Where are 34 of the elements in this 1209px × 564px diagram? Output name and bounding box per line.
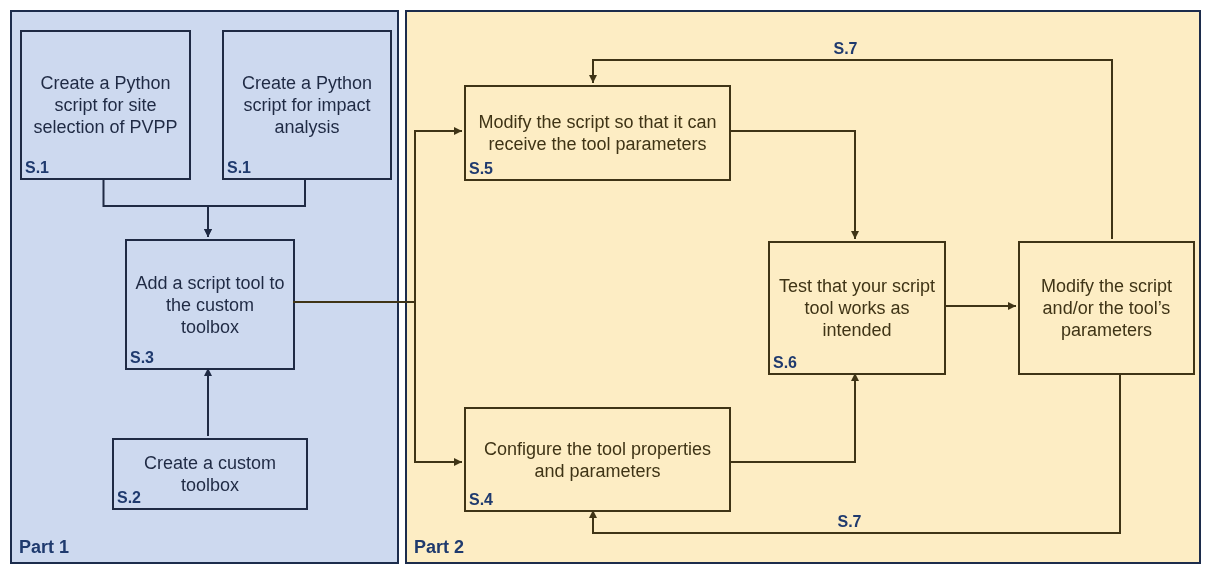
process-box	[768, 241, 946, 375]
process-box	[1018, 241, 1195, 375]
step-text: Create a Python script for site selection of PVPP	[32, 72, 179, 138]
step-text: Modify the script and/or the tool’s parameters	[1039, 275, 1173, 341]
panel-title: Part 1	[19, 535, 70, 558]
step-text: Create a custom toolbox	[142, 452, 278, 496]
step-number: S.3	[130, 348, 154, 368]
process-box	[125, 239, 295, 370]
step-text: Configure the tool properties and parameters	[482, 437, 713, 482]
group-panel	[10, 10, 399, 564]
arrow	[728, 372, 859, 463]
arrow	[589, 372, 1121, 534]
step-number: S.2	[117, 488, 141, 508]
step-number: S.1	[227, 158, 251, 178]
step-number: S.5	[469, 159, 493, 179]
arrow	[589, 59, 1113, 240]
step-text: Create a Python script for impact analysis	[240, 72, 374, 138]
process-box	[464, 85, 731, 181]
group-panel	[405, 10, 1201, 564]
arrow	[204, 367, 212, 437]
process-box	[222, 30, 392, 180]
step-number: S.4	[469, 490, 493, 510]
step-text: Modify the script so that it can receive the tool parameters	[477, 111, 718, 155]
process-box	[20, 30, 191, 180]
step-number: S.1	[25, 158, 49, 178]
arrow	[943, 302, 1017, 310]
arrow	[728, 130, 859, 240]
panel-title: Part 2	[414, 535, 465, 558]
step-text: Add a script tool to the custom toolbox	[134, 271, 286, 338]
step-number: S.6	[773, 353, 797, 373]
arrow	[204, 177, 306, 238]
step-text: Test that your script tool works as intended	[777, 275, 937, 341]
process-box	[464, 407, 731, 512]
process-box	[112, 438, 308, 510]
